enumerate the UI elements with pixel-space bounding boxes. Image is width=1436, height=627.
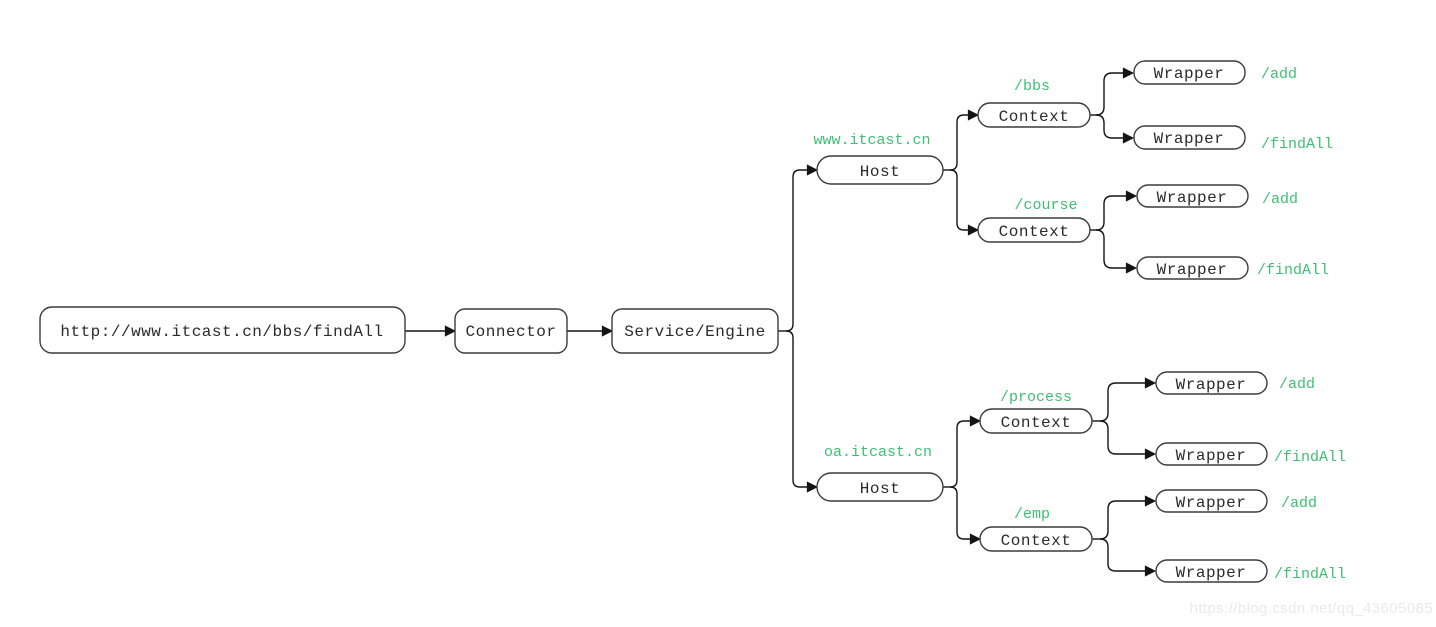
wrapper-course-findall-text: Wrapper bbox=[1157, 261, 1228, 279]
diagram-nodes: http://www.itcast.cn/bbs/findAll Connect… bbox=[39, 60, 1346, 583]
edge-service-to-host-www bbox=[785, 164, 819, 332]
context-course-box bbox=[977, 217, 1091, 243]
edge-context-emp-to-wrapper-add bbox=[1099, 495, 1157, 540]
context-process-box bbox=[979, 408, 1093, 434]
node-context-process: Context bbox=[979, 408, 1093, 434]
node-wrapper-emp-findall: Wrapper bbox=[1155, 559, 1268, 583]
diagram-edges bbox=[405, 67, 1157, 577]
request-url-box bbox=[39, 306, 406, 354]
wrapper-emp-add-box bbox=[1155, 489, 1268, 513]
edge-context-process-to-wrapper-add bbox=[1099, 377, 1157, 422]
wrapper-bbs-findall-box bbox=[1133, 125, 1246, 150]
wrapper-bbs-add-mapping-label: /add bbox=[1261, 66, 1297, 83]
wrapper-emp-add-mapping-label: /add bbox=[1281, 495, 1317, 512]
context-emp-text: Context bbox=[1001, 532, 1072, 550]
wrapper-bbs-findall-text: Wrapper bbox=[1154, 130, 1225, 148]
context-emp-path-label: /emp bbox=[1014, 506, 1050, 523]
wrapper-bbs-findall-mapping-label: /findAll bbox=[1261, 136, 1333, 153]
wrapper-process-findall-mapping-label: /findAll bbox=[1274, 449, 1346, 466]
edge-host-oa-to-context-process bbox=[949, 415, 982, 488]
request-url-text: http://www.itcast.cn/bbs/findAll bbox=[60, 323, 383, 341]
csdn-watermark: https://blog.csdn.net/qq_43605085 bbox=[1190, 600, 1433, 617]
host-oa-domain-label: oa.itcast.cn bbox=[824, 444, 932, 461]
wrapper-emp-findall-text: Wrapper bbox=[1176, 564, 1247, 582]
node-host-www: Host bbox=[816, 155, 944, 185]
node-wrapper-bbs-add: Wrapper bbox=[1133, 60, 1246, 85]
node-wrapper-process-findall: Wrapper bbox=[1155, 442, 1268, 466]
wrapper-course-findall-mapping-label: /findAll bbox=[1257, 262, 1329, 279]
node-context-bbs: Context bbox=[977, 102, 1091, 128]
context-bbs-box bbox=[977, 102, 1091, 128]
wrapper-course-add-text: Wrapper bbox=[1157, 189, 1228, 207]
connector-text: Connector bbox=[466, 323, 557, 341]
context-emp-box bbox=[979, 526, 1093, 552]
host-www-domain-label: www.itcast.cn bbox=[813, 132, 930, 149]
edge-context-emp-to-wrapper-findall bbox=[1099, 538, 1157, 577]
node-context-course: Context bbox=[977, 217, 1091, 243]
wrapper-course-add-mapping-label: /add bbox=[1262, 191, 1298, 208]
context-bbs-path-label: /bbs bbox=[1014, 78, 1050, 95]
edge-context-bbs-to-wrapper-add bbox=[1095, 67, 1135, 116]
edge-context-course-to-wrapper-findall bbox=[1095, 229, 1138, 274]
wrapper-course-add-box bbox=[1136, 184, 1249, 208]
node-host-oa: Host bbox=[816, 472, 944, 502]
edge-context-course-to-wrapper-add bbox=[1095, 190, 1138, 231]
host-oa-text: Host bbox=[860, 480, 900, 498]
edge-context-bbs-to-wrapper-findall bbox=[1095, 114, 1135, 144]
context-process-text: Context bbox=[1001, 414, 1072, 432]
service-engine-box bbox=[611, 308, 779, 354]
wrapper-process-add-text: Wrapper bbox=[1176, 376, 1247, 394]
service-engine-text: Service/Engine bbox=[624, 323, 765, 341]
node-wrapper-course-add: Wrapper bbox=[1136, 184, 1249, 208]
host-www-box bbox=[816, 155, 944, 185]
node-wrapper-process-add: Wrapper bbox=[1155, 371, 1268, 395]
wrapper-emp-findall-mapping-label: /findAll bbox=[1274, 566, 1346, 583]
context-bbs-text: Context bbox=[999, 108, 1070, 126]
edge-host-oa-to-context-emp bbox=[949, 486, 982, 545]
wrapper-process-findall-box bbox=[1155, 442, 1268, 466]
edge-host-www-to-context-bbs bbox=[949, 109, 980, 171]
host-www-text: Host bbox=[860, 163, 900, 181]
context-course-path-label: /course bbox=[1014, 197, 1077, 214]
context-process-path-label: /process bbox=[1000, 389, 1072, 406]
node-wrapper-course-findall: Wrapper bbox=[1136, 256, 1249, 280]
wrapper-bbs-add-text: Wrapper bbox=[1154, 65, 1225, 83]
wrapper-process-add-box bbox=[1155, 371, 1268, 395]
context-course-text: Context bbox=[999, 223, 1070, 241]
wrapper-process-add-mapping-label: /add bbox=[1279, 376, 1315, 393]
node-request-url: http://www.itcast.cn/bbs/findAll bbox=[39, 306, 406, 354]
wrapper-bbs-add-box bbox=[1133, 60, 1246, 85]
node-connector: Connector bbox=[454, 308, 568, 354]
edge-host-www-to-context-course bbox=[949, 169, 980, 236]
host-oa-box bbox=[816, 472, 944, 502]
node-context-emp: Context bbox=[979, 526, 1093, 552]
node-wrapper-emp-add: Wrapper bbox=[1155, 489, 1268, 513]
wrapper-emp-findall-box bbox=[1155, 559, 1268, 583]
connector-box bbox=[454, 308, 568, 354]
wrapper-course-findall-box bbox=[1136, 256, 1249, 280]
edge-service-to-host-oa bbox=[785, 330, 819, 493]
edge-context-process-to-wrapper-findall bbox=[1099, 420, 1157, 460]
wrapper-process-findall-text: Wrapper bbox=[1176, 447, 1247, 465]
wrapper-emp-add-text: Wrapper bbox=[1176, 494, 1247, 512]
node-service-engine: Service/Engine bbox=[611, 308, 779, 354]
node-wrapper-bbs-findall: Wrapper bbox=[1133, 125, 1246, 150]
